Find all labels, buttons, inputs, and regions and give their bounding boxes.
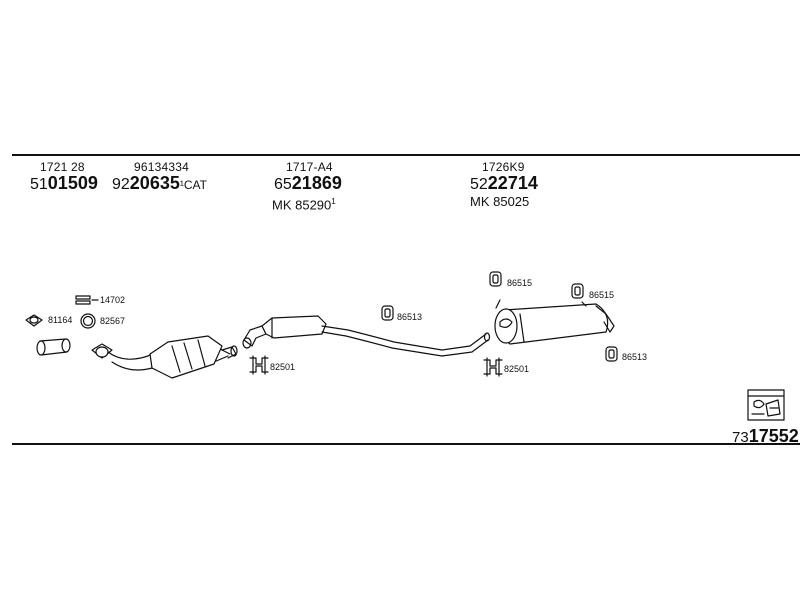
- part-number-suffix: ¹CAT: [179, 178, 207, 192]
- part-number-main: 20635: [129, 173, 180, 193]
- top-rule: [12, 154, 800, 156]
- label-14702: 14702: [100, 295, 126, 305]
- part-number: 9220635¹CAT: [112, 174, 207, 194]
- part-number-main: 21869: [291, 173, 342, 193]
- label-86513-b: 86513: [622, 352, 648, 362]
- rubber-mount-icon: [605, 346, 618, 362]
- part-ref: 1726K9: [482, 160, 525, 174]
- part-number: 5101509: [30, 174, 98, 194]
- part-mk-sup: 1: [331, 197, 336, 206]
- part-number: 5222714: [470, 174, 538, 194]
- bottom-rule: [12, 443, 800, 445]
- label-82501-b: 82501: [504, 364, 530, 374]
- part-number-prefix: 51: [30, 176, 48, 193]
- part-mk-number: MK 85025: [470, 194, 538, 210]
- part-number-main: 01509: [47, 173, 98, 193]
- part-number-main: 22714: [487, 173, 538, 193]
- part-number: 6521869: [272, 174, 342, 194]
- part-block-4: 1726K9 5222714 MK 85025: [470, 160, 538, 210]
- part-block-2: 96134334 9220635¹CAT: [112, 160, 207, 194]
- rubber-mount-icon: [571, 283, 584, 299]
- pipe-clamp-icon: [483, 357, 503, 377]
- clamp-icon: [75, 295, 99, 305]
- rear-muffler-icon: [494, 299, 615, 345]
- rubber-mount-icon: [489, 271, 502, 287]
- pipe-clamp-icon: [249, 355, 269, 375]
- part-mk-number: MK 852901: [272, 194, 342, 213]
- part-number-prefix: 52: [470, 176, 488, 193]
- label-86515-b: 86515: [589, 290, 615, 300]
- label-86515-a: 86515: [507, 278, 533, 288]
- part-number-prefix: 65: [274, 176, 292, 193]
- kit-number-main: 17552: [748, 426, 799, 446]
- part-ref: 96134334: [134, 160, 189, 174]
- gasket-icon: [25, 314, 43, 327]
- label-82501-a: 82501: [270, 362, 296, 372]
- ring-seal-icon: [80, 313, 96, 329]
- catalytic-converter-icon: [91, 335, 238, 379]
- kit-box-icon: [747, 389, 785, 421]
- part-block-3: 1717-A4 6521869 MK 852901: [272, 160, 342, 213]
- rubber-mount-icon: [381, 305, 394, 321]
- part-number-prefix: 92: [112, 176, 130, 193]
- kit-number: 7317552: [732, 426, 799, 447]
- label-81164: 81164: [48, 315, 73, 325]
- part-ref: 1721 28: [40, 160, 85, 174]
- part-block-1: 1721 28 5101509: [30, 160, 98, 194]
- part-ref: 1717-A4: [286, 160, 333, 174]
- kit-number-prefix: 73: [732, 429, 749, 446]
- label-82567: 82567: [100, 316, 126, 326]
- center-pipe-icon: [242, 315, 491, 357]
- front-pipe-icon: [36, 338, 71, 356]
- part-mk-text: MK 85025: [470, 194, 530, 209]
- part-mk-text: MK 85290: [272, 197, 332, 213]
- label-86513-a: 86513: [397, 312, 423, 322]
